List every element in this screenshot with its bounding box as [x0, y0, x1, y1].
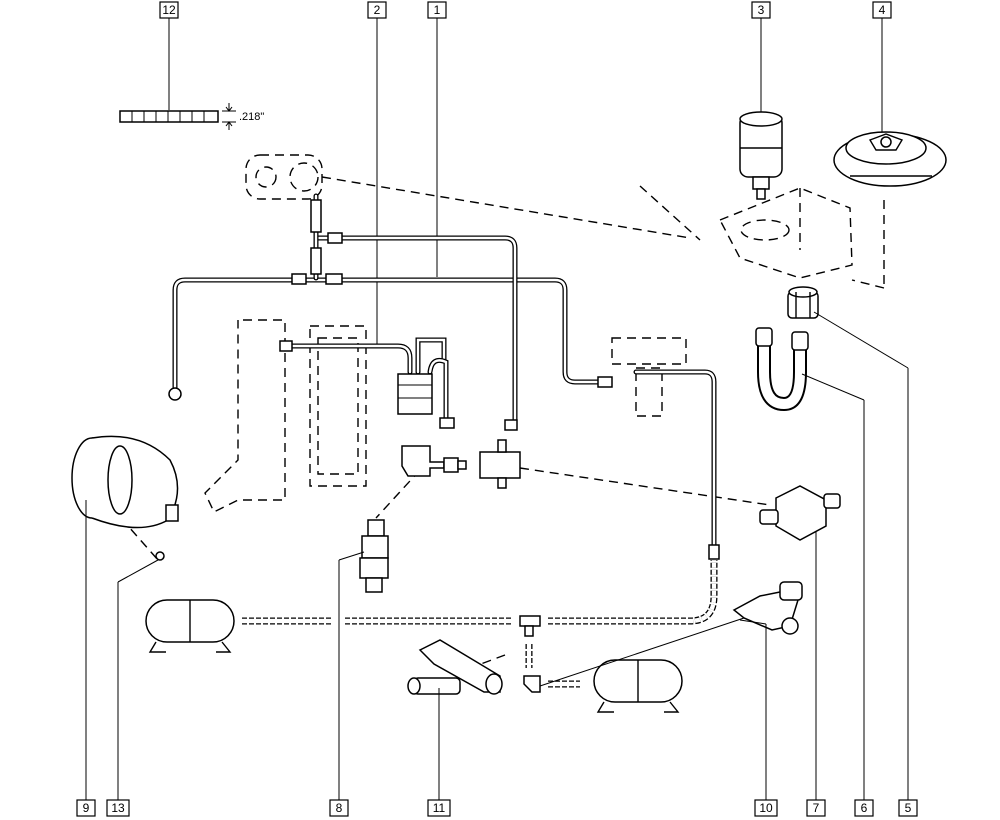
hose-6: [755, 327, 809, 412]
vacuum-pump-3: [739, 111, 783, 200]
callout-2-label: 2: [374, 3, 381, 17]
reservoir-right: [593, 659, 683, 713]
callout-12: 12: [159, 1, 179, 110]
callout-10-label: 10: [759, 801, 773, 815]
callout-3: 3: [751, 1, 771, 115]
callout-4-label: 4: [879, 3, 886, 17]
callout-6: 6: [854, 799, 874, 817]
vacuum-line-right: [633, 369, 720, 560]
check-valve-5: [787, 286, 819, 319]
ribbed-hoses: [242, 560, 718, 693]
callout-13: 13: [106, 799, 130, 817]
hose-size-gauge: .218": [119, 103, 264, 130]
vacuum-line-main: [168, 193, 613, 431]
diaphragm-4: [833, 131, 947, 187]
bracket-outline: [611, 337, 687, 417]
callout-4: 4: [872, 1, 892, 140]
tee-fitting-11: [407, 639, 503, 695]
callout-8: 8: [329, 799, 349, 817]
callout-7: 7: [806, 799, 826, 817]
callout-3-label: 3: [758, 3, 765, 17]
vacuum-canister-9: [71, 435, 179, 529]
leader-lines: [85, 311, 909, 800]
callout-6-label: 6: [861, 801, 868, 815]
callout-11-label: 11: [433, 801, 446, 815]
callout-7-label: 7: [813, 801, 820, 815]
callout-11: 11: [427, 799, 451, 817]
reservoir-left: [145, 599, 235, 653]
callout-13-label: 13: [111, 801, 125, 815]
callout-9: 9: [76, 799, 96, 817]
throttle-body-outline: [245, 154, 323, 200]
callout-5-label: 5: [905, 801, 912, 815]
intake-manifold-outline: [204, 319, 367, 513]
dimension-label: .218": [239, 111, 264, 123]
callout-10: 10: [754, 799, 778, 817]
vacuum-valve-8: [359, 519, 389, 593]
tee-fitting-7: [759, 485, 841, 541]
vacuum-switch: [401, 445, 467, 477]
mounting-plate-outline: [719, 187, 853, 279]
callout-8-label: 8: [336, 801, 343, 815]
vacuum-solenoid: [479, 439, 521, 489]
callout-5: 5: [898, 799, 918, 817]
callout-1: 1: [427, 1, 447, 277]
callout-1-label: 1: [434, 3, 441, 17]
callout-2: 2: [367, 1, 387, 344]
callout-12-label: 12: [162, 3, 176, 17]
connector-harness: [279, 337, 518, 431]
callout-9-label: 9: [83, 801, 90, 815]
elbow-fitting-10: [732, 581, 803, 635]
